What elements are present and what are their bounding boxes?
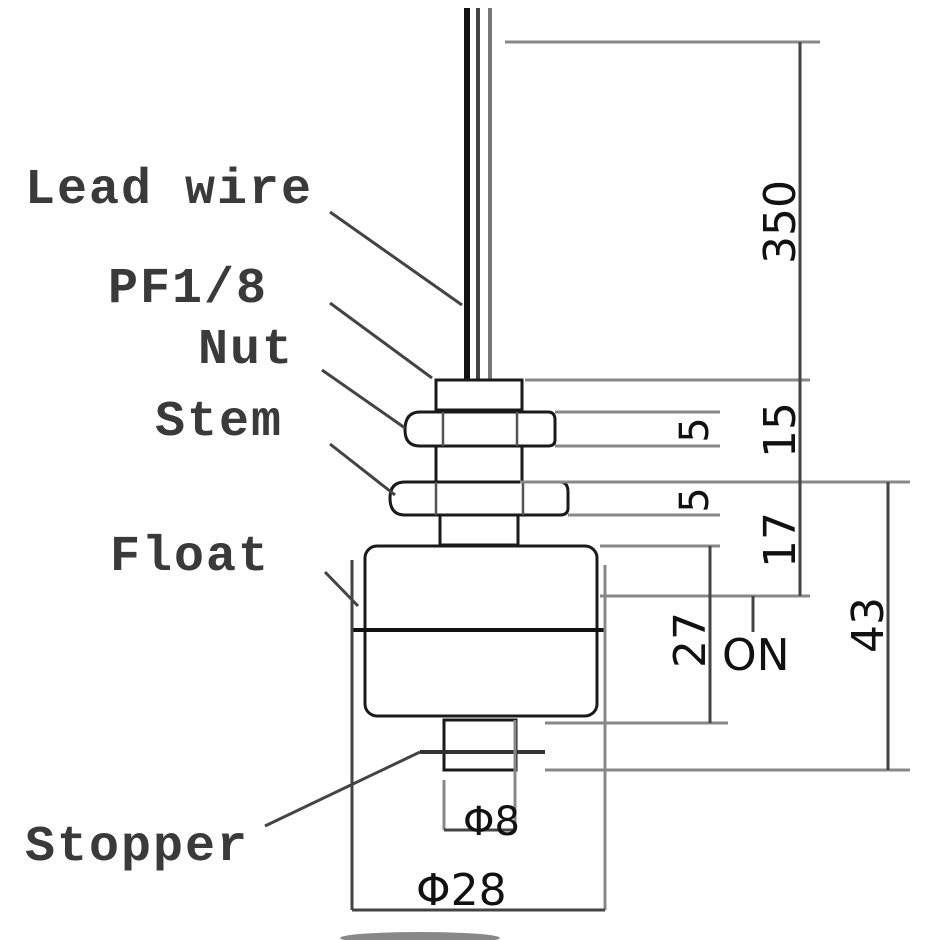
stopper: [420, 718, 545, 832]
on-label: ON: [722, 630, 790, 681]
dim-float-diameter: Φ28: [416, 865, 507, 916]
dim-thread-15: 15: [755, 402, 806, 458]
label-lead-wire: Lead wire: [25, 162, 313, 219]
leader-lines: [264, 210, 463, 828]
stem-collar: [388, 480, 570, 517]
label-stem: Stem: [155, 394, 283, 451]
float: [350, 544, 607, 910]
dim-overall-43: 43: [843, 597, 894, 653]
label-nut: Nut: [198, 322, 294, 379]
dimension-lines: [352, 42, 890, 912]
label-pf18: PF1/8: [108, 261, 268, 318]
dim-stem-5: 5: [672, 487, 718, 512]
pf18-thread-body: [434, 378, 524, 547]
dim-nut-5: 5: [672, 417, 718, 442]
label-float: Float: [110, 529, 270, 586]
nut: [403, 410, 557, 448]
dim-stem-to-on-17: 17: [755, 512, 806, 568]
dim-stem-diameter: Φ8: [463, 799, 520, 845]
bottom-shadow: [340, 932, 500, 940]
extension-lines: [505, 40, 910, 772]
dim-float-27: 27: [665, 612, 716, 668]
lead-wire: [464, 8, 492, 380]
dim-lead-wire-350: 350: [755, 180, 806, 264]
label-stopper: Stopper: [25, 819, 249, 876]
